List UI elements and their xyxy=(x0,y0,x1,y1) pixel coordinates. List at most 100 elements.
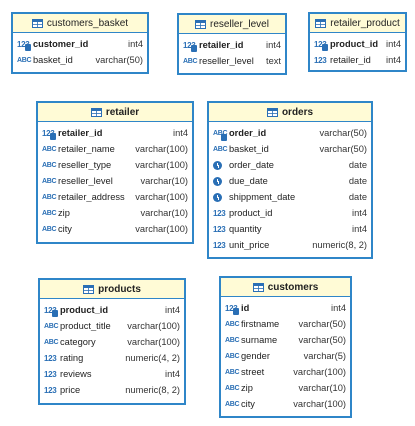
text-type-icon: ABC xyxy=(225,400,240,408)
column-name: order_id xyxy=(229,128,267,138)
column-name: quantity xyxy=(229,224,262,234)
column-type: int4 xyxy=(165,305,180,315)
column-name: customer_id xyxy=(33,39,89,49)
column-type: varchar(50) xyxy=(298,319,346,329)
table-title: reseller_level xyxy=(210,18,269,30)
column-name: product_title xyxy=(60,321,111,331)
primary-key-icon xyxy=(191,44,197,52)
column-name: gender xyxy=(241,351,270,361)
table-icon xyxy=(83,284,95,294)
column-name: city xyxy=(241,399,255,409)
column-type: int4 xyxy=(386,39,401,49)
column-name: retailer_id xyxy=(330,55,371,65)
primary-key-icon xyxy=(25,43,31,51)
column-type: int4 xyxy=(331,303,346,313)
column-type: varchar(50) xyxy=(319,128,367,138)
table-title: orders xyxy=(281,106,314,118)
column-name: retailer_id xyxy=(58,128,103,138)
column-name: zip xyxy=(58,208,70,218)
column-name: product_id xyxy=(60,305,109,315)
column-name: reseller_type xyxy=(58,160,112,170)
column-name: reseller_level xyxy=(199,56,254,66)
column-type: int4 xyxy=(173,128,188,138)
text-type-icon: ABC xyxy=(42,193,57,201)
column-name: basket_id xyxy=(33,55,73,65)
column-name: product_id xyxy=(330,39,379,49)
column-name: reviews xyxy=(60,369,92,379)
column-name: basket_id xyxy=(229,144,269,154)
numeric-type-icon: 123 xyxy=(17,39,31,51)
numeric-type-icon: 123 xyxy=(44,353,57,363)
table-title: customers xyxy=(267,281,319,293)
table-header: retailer xyxy=(38,103,192,122)
column-type: varchar(100) xyxy=(135,160,188,170)
table-icon xyxy=(31,18,43,28)
column-type: varchar(5) xyxy=(303,351,346,361)
table-icon xyxy=(90,107,102,117)
column-name: retailer_address xyxy=(58,192,125,202)
text-type-icon: ABC xyxy=(42,145,57,153)
table-icon xyxy=(315,18,327,28)
column-type: varchar(100) xyxy=(135,144,188,154)
date-type-icon xyxy=(213,192,229,202)
numeric-type-icon: 123 xyxy=(44,385,57,395)
table-title: retailer xyxy=(105,106,140,118)
column-name: shippment_date xyxy=(229,192,296,202)
column-name: retailer_name xyxy=(58,144,115,154)
text-type-icon: ABC xyxy=(44,322,59,330)
table-icon xyxy=(266,107,278,117)
table-header: customers xyxy=(221,278,350,297)
numeric-type-icon: 123 xyxy=(183,40,197,52)
text-type-icon: ABC xyxy=(183,57,198,65)
text-type-icon: ABC xyxy=(225,352,240,360)
column-type: int4 xyxy=(128,39,143,49)
column-type: int4 xyxy=(386,55,401,65)
date-type-icon xyxy=(213,160,229,170)
primary-key-icon xyxy=(322,43,328,51)
table-header: orders xyxy=(209,103,371,122)
column-type: int4 xyxy=(352,208,367,218)
text-type-icon: ABC xyxy=(42,225,57,233)
